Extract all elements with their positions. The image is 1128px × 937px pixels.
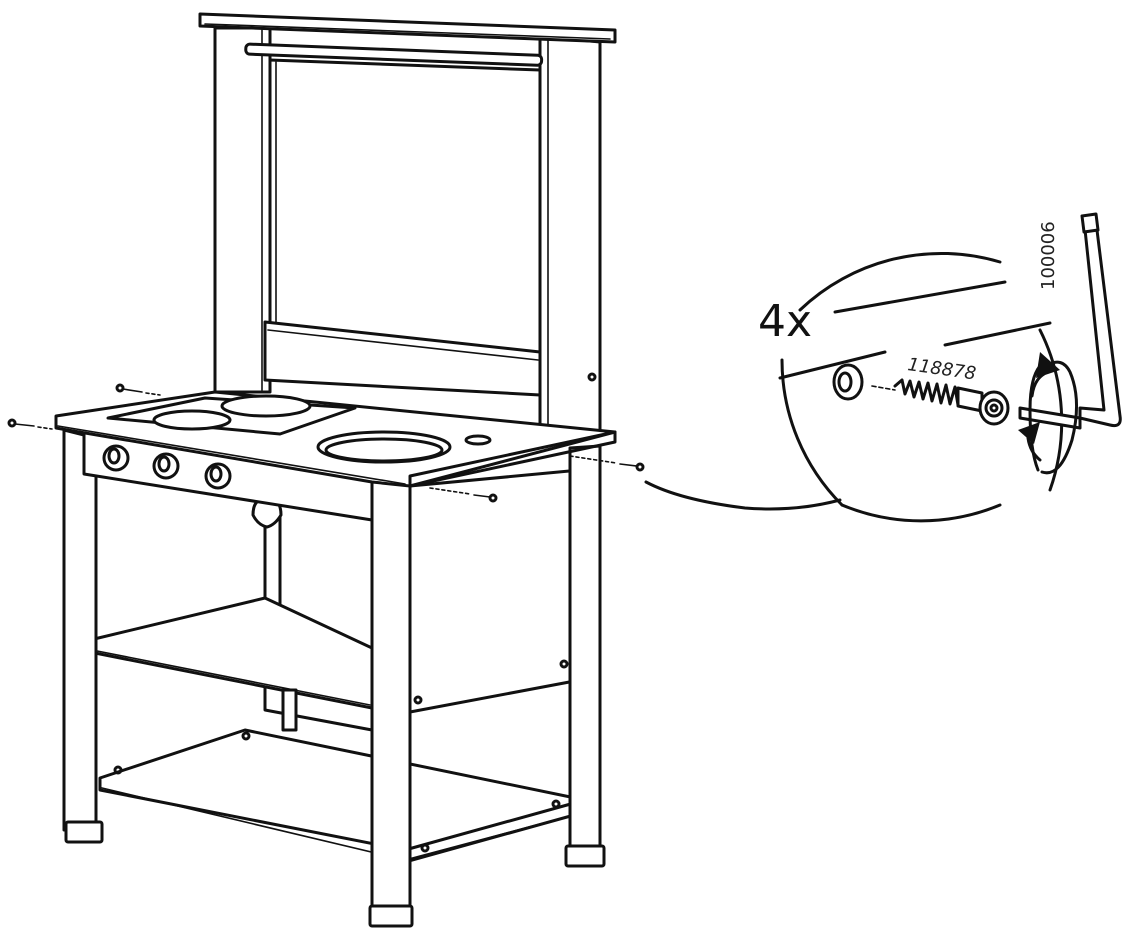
screw-right-back <box>569 455 645 472</box>
screw-icon <box>871 378 1010 426</box>
screw-right-front <box>429 487 498 503</box>
screw-left-front <box>7 418 53 430</box>
hanging-rail <box>244 42 544 67</box>
bottom-shelf <box>98 728 587 852</box>
splash-board <box>263 320 542 397</box>
quantity-label: 4x <box>758 296 812 347</box>
screw-part-number: 118878 <box>906 354 977 384</box>
play-kitchen <box>7 12 645 928</box>
control-knobs <box>102 444 232 490</box>
allen-key-icon <box>1018 212 1122 430</box>
rotation-arrow-icon <box>1018 352 1079 475</box>
front-left-leg <box>62 428 98 832</box>
burner-large <box>220 394 312 418</box>
screw-left-back <box>115 383 161 396</box>
burner-small <box>152 409 232 431</box>
faucet-hole <box>464 434 492 446</box>
right-side-panel <box>408 468 582 714</box>
callout-leader <box>644 480 842 511</box>
key-part-number: 100006 <box>1038 221 1059 290</box>
back-right-leg <box>568 444 602 858</box>
back-panel <box>268 58 542 357</box>
back-left-post <box>281 688 298 732</box>
front-right-leg <box>370 478 412 914</box>
detail-circle-outline <box>798 251 1002 312</box>
detail-callout: 4x 118878 100006 <box>758 212 1122 523</box>
